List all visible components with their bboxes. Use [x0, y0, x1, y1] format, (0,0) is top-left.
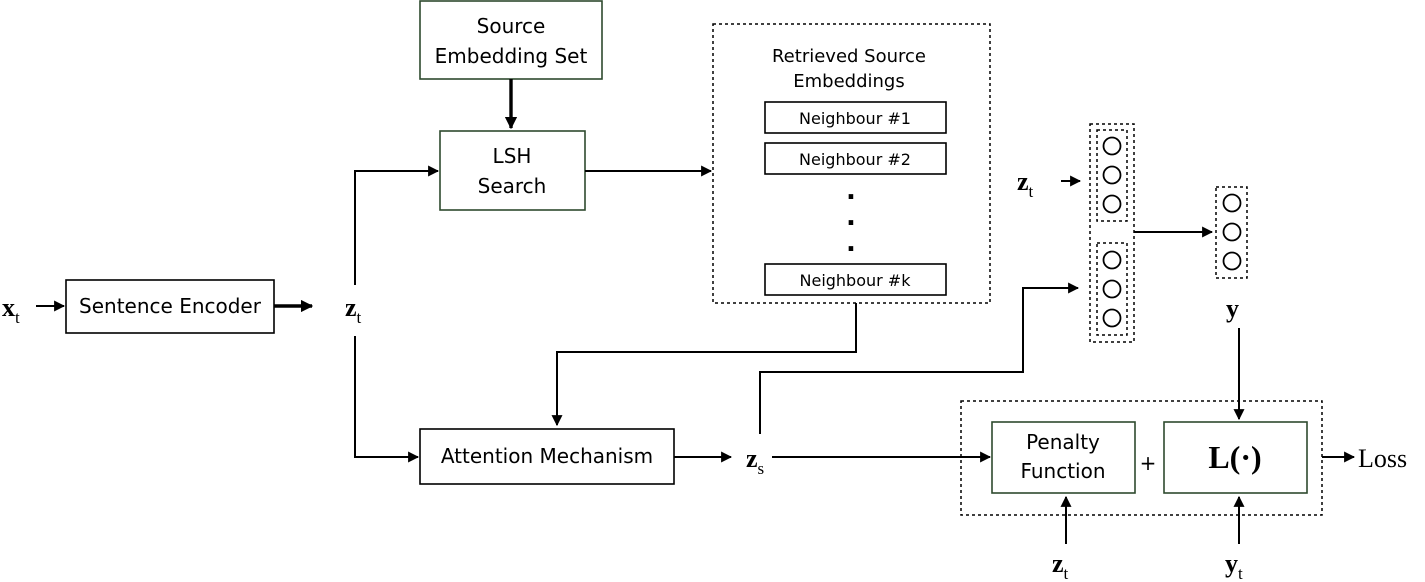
loss-function-label: L(·) [1208, 439, 1261, 475]
attention-mechanism-box: Attention Mechanism [419, 428, 675, 485]
neighbour-k-label: Neighbour #k [800, 271, 912, 290]
sentence-encoder-box: Sentence Encoder [65, 279, 275, 334]
zt-vector-segment [1096, 129, 1128, 222]
neighbour-2-label: Neighbour #2 [799, 150, 911, 169]
z-s-symbol: zs [746, 444, 764, 478]
penalty-function-line2: Function [1020, 459, 1105, 483]
z-t-symbol-bottom: zt [1052, 549, 1069, 582]
arrow-zs-to-concat [759, 282, 1080, 434]
penalty-function-box [991, 421, 1136, 494]
ellipsis-dot-2: . [846, 202, 856, 232]
arrow-zt-to-attention [354, 336, 420, 463]
lsh-search-line2: Search [478, 174, 547, 198]
ellipsis-dot-1: . [846, 176, 856, 206]
y-symbol: y [1226, 294, 1239, 323]
neighbour-1-box [764, 101, 947, 134]
z-t-symbol-main: zt [345, 293, 362, 327]
sentence-encoder-label: Sentence Encoder [79, 294, 262, 318]
node-circle [1102, 250, 1122, 270]
concat-vector [1089, 123, 1135, 343]
attention-mechanism-label: Attention Mechanism [441, 444, 653, 468]
source-embedding-set-box: Source Embedding Set [419, 0, 603, 80]
plus-sign: + [1140, 451, 1157, 475]
neighbour-1-label: Neighbour #1 [799, 109, 911, 128]
arrow-retrieved-to-attention [551, 303, 857, 427]
loss-group: Penalty Function + L(·) [960, 400, 1323, 516]
source-embedding-set-line2: Embedding Set [435, 44, 588, 68]
retrieved-title-line1: Retrieved Source [772, 46, 926, 67]
lsh-search-box: LSH Search [439, 130, 586, 211]
node-circle [1102, 165, 1122, 185]
retrieved-embeddings-group: Retrieved Source Embeddings Neighbour #1… [712, 23, 991, 304]
loss-function-box [1163, 421, 1308, 494]
penalty-function-line1: Penalty [1026, 430, 1100, 454]
node-circle [1222, 222, 1242, 242]
node-circle [1102, 308, 1122, 328]
neighbour-k-box [764, 263, 947, 296]
node-circle [1222, 251, 1242, 271]
neighbour-2-box [764, 142, 947, 175]
y-t-symbol: yt [1225, 549, 1243, 582]
zs-vector-segment [1096, 242, 1128, 336]
node-circle [1102, 279, 1122, 299]
output-vector [1215, 186, 1248, 279]
ellipsis-dot-3: . [846, 228, 856, 258]
lsh-search-line1: LSH [493, 144, 532, 168]
retrieved-title-line2: Embeddings [793, 71, 904, 92]
arrow-zt-to-lsh [354, 165, 440, 285]
x-t-symbol: xt [2, 293, 20, 327]
node-circle [1102, 136, 1122, 156]
source-embedding-set-line1: Source [477, 14, 546, 38]
z-t-symbol-concat: zt [1017, 167, 1034, 201]
node-circle [1102, 194, 1122, 214]
node-circle [1222, 193, 1242, 213]
loss-label: Loss [1358, 444, 1407, 473]
